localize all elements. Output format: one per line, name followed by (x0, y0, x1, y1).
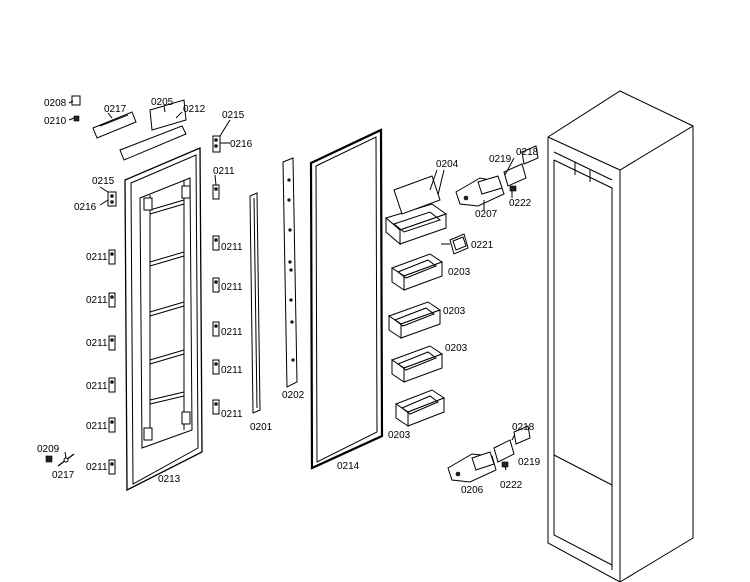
label-0216-right: 0216 (230, 139, 253, 150)
bin-0203-b (387, 301, 442, 339)
door-top-parts (71, 95, 187, 161)
label-0203-b: 0203 (443, 306, 466, 317)
label-0204: 0204 (436, 159, 459, 170)
part-labels: 0208 0210 0217 0205 0212 0215 0216 0215 … (37, 97, 541, 496)
label-0211-right-2: 0211 (221, 242, 243, 253)
lower-hinge-assembly (447, 425, 531, 483)
label-0211-right-4: 0211 (221, 327, 243, 338)
right-clip-column (212, 135, 221, 415)
door-frame (124, 147, 203, 492)
label-0222-bottom: 0222 (500, 480, 523, 491)
label-0219-top: 0219 (489, 154, 512, 165)
label-0213: 0213 (158, 474, 181, 485)
bin-0204 (384, 175, 448, 246)
label-0211-left-3: 0211 (86, 338, 108, 349)
door-gasket-0214 (309, 128, 384, 470)
label-0211-right-3: 0211 (221, 282, 243, 293)
label-0211-right-6: 0211 (221, 409, 243, 420)
bin-0203-d (394, 389, 446, 427)
part-0221 (449, 233, 469, 255)
label-0203-a: 0203 (448, 267, 471, 278)
label-0211-left-6: 0211 (86, 462, 108, 473)
label-0210: 0210 (44, 116, 67, 127)
label-0215-right: 0215 (222, 110, 245, 121)
label-0211-right-5: 0211 (221, 365, 243, 376)
label-0222-top: 0222 (509, 198, 532, 209)
label-0201: 0201 (250, 422, 273, 433)
door-bins (384, 175, 469, 427)
label-0206: 0206 (461, 485, 484, 496)
upper-hinge-assembly (455, 145, 539, 207)
label-0211-left-5: 0211 (86, 421, 108, 432)
label-0212: 0212 (183, 104, 206, 115)
label-0217-bottom: 0217 (52, 470, 75, 481)
label-0215-left: 0215 (92, 176, 115, 187)
label-0208: 0208 (44, 98, 67, 109)
label-0209: 0209 (37, 444, 60, 455)
label-0205: 0205 (151, 97, 174, 108)
seal-strip-0201 (249, 192, 261, 414)
label-0216-left: 0216 (74, 202, 97, 213)
label-0219-bottom: 0219 (518, 457, 541, 468)
label-0211-left-4: 0211 (86, 381, 108, 392)
label-0217-top: 0217 (104, 104, 127, 115)
label-0221: 0221 (471, 240, 494, 251)
label-0218-top: 0218 (516, 147, 539, 158)
label-0211-left-1: 0211 (86, 252, 108, 263)
label-0207: 0207 (475, 209, 498, 220)
label-0203-c: 0203 (445, 343, 468, 354)
hinge-strip-0202 (282, 157, 298, 388)
left-clip-column (108, 249, 116, 475)
label-0203-d: 0203 (388, 430, 411, 441)
bin-0203-a (390, 253, 444, 291)
label-0211-right-1: 0211 (213, 166, 235, 177)
label-0218-bottom: 0218 (512, 422, 535, 433)
label-0214: 0214 (337, 461, 360, 472)
leader-lines (64, 100, 522, 471)
refrigerator-cabinet (547, 90, 694, 582)
label-0211-left-2: 0211 (86, 295, 108, 306)
door-bottom-parts (45, 453, 75, 467)
label-0202: 0202 (282, 390, 305, 401)
door-hinge-left (107, 191, 117, 207)
bin-0203-c (390, 345, 444, 383)
